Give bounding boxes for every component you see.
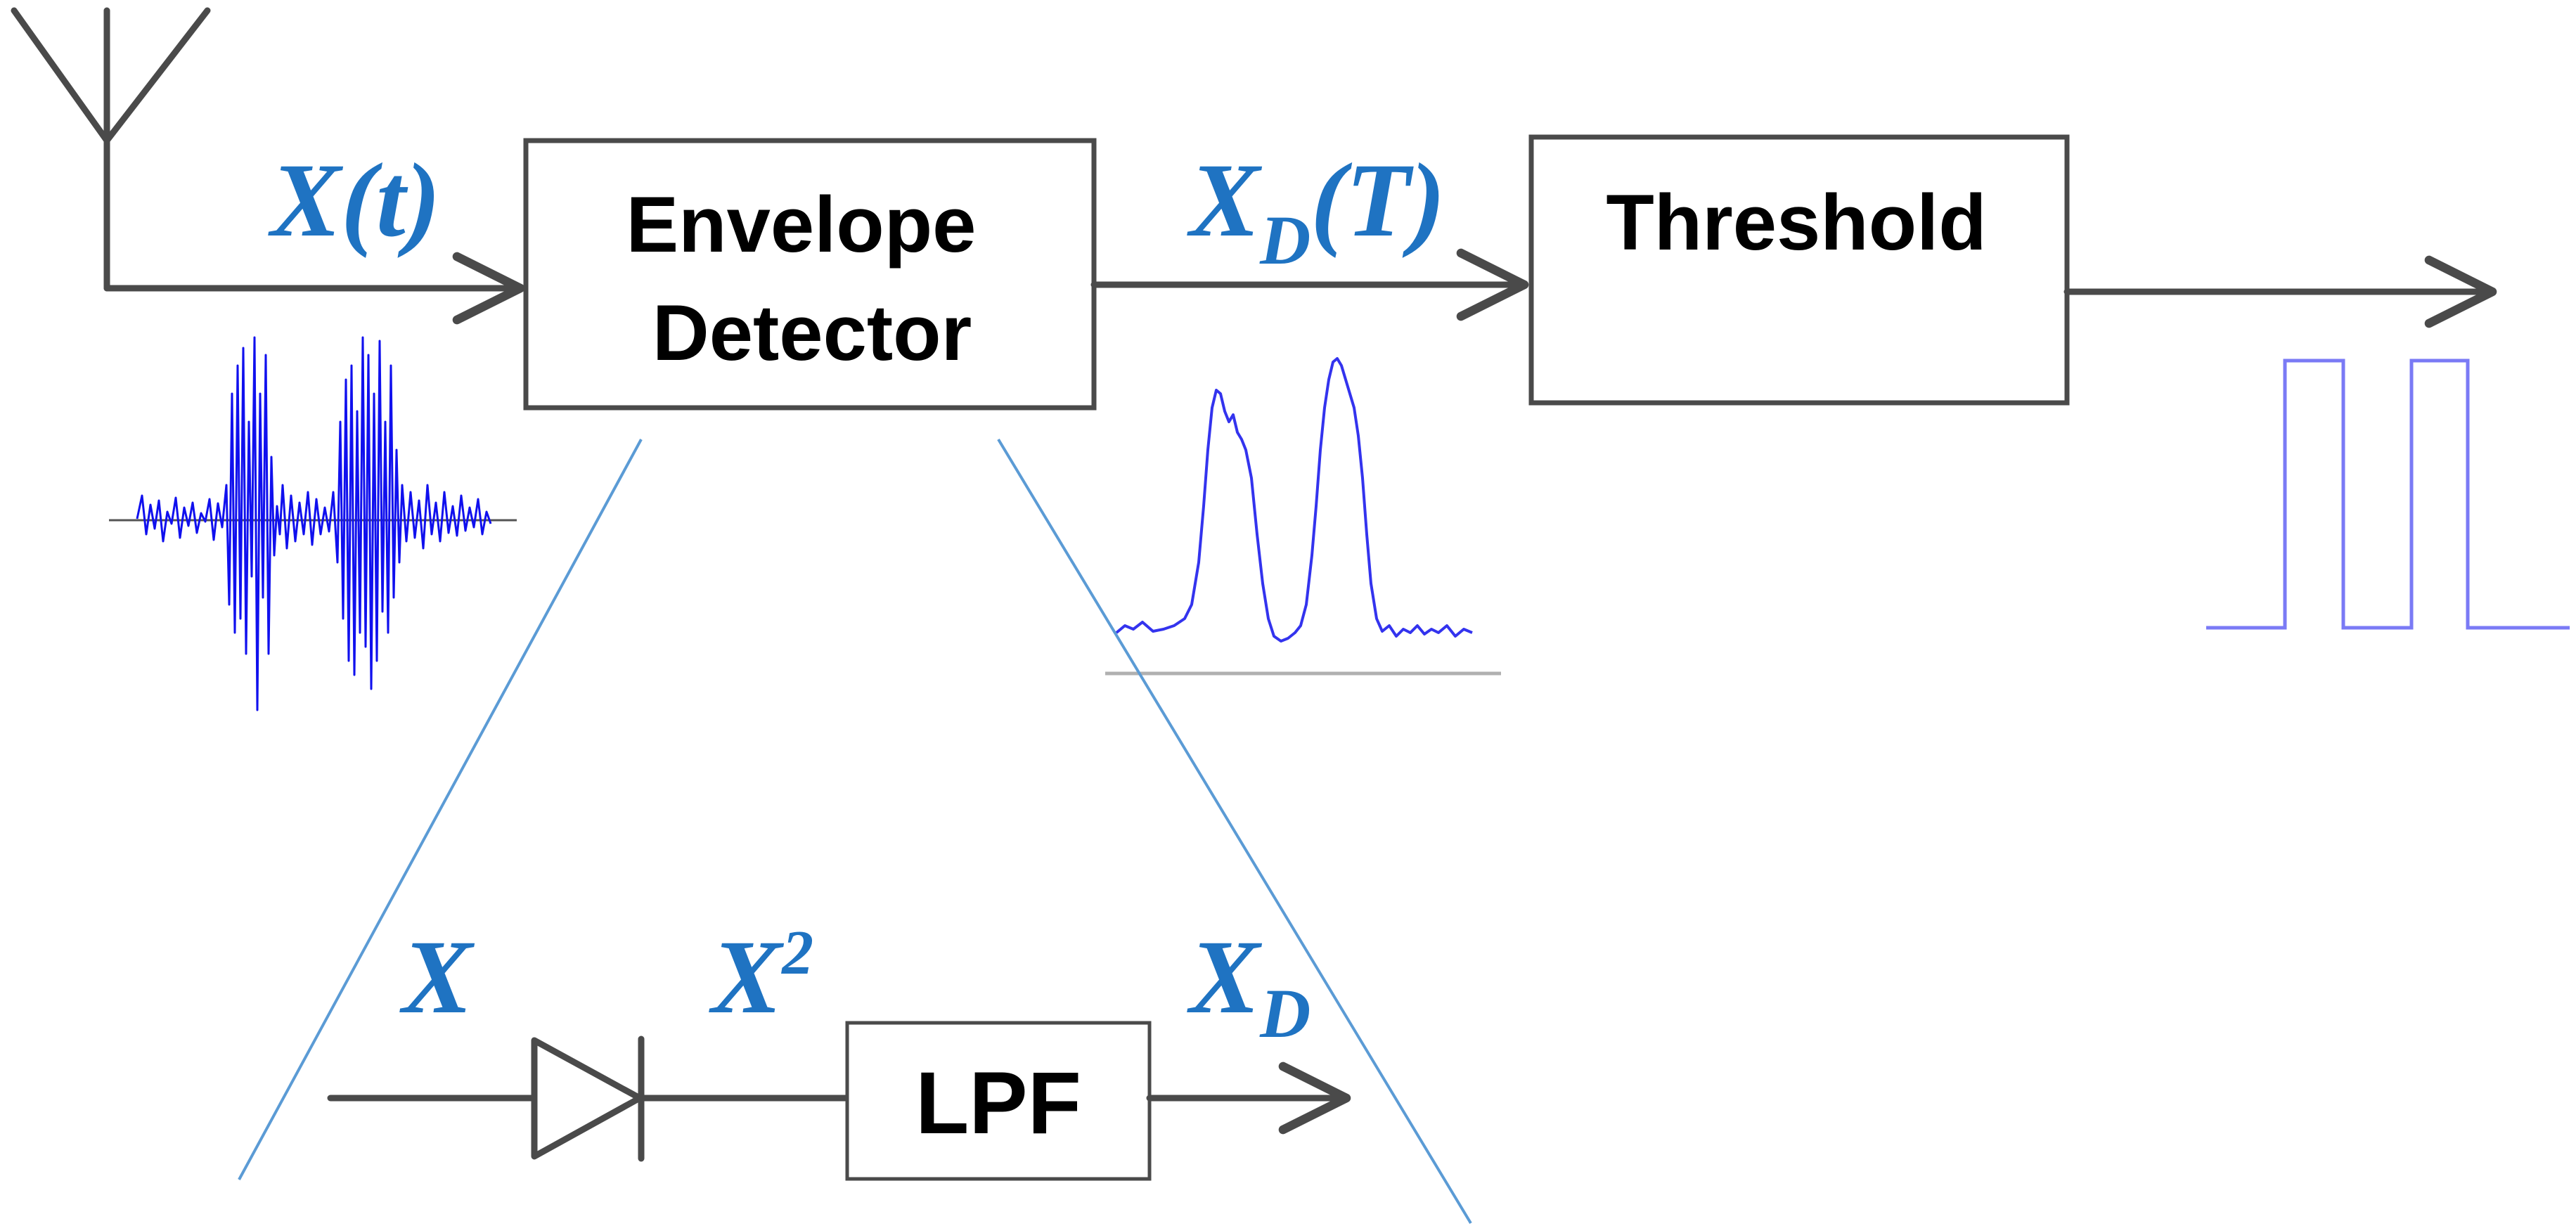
zoom-line-left — [238, 439, 643, 1180]
zoom-line-right — [997, 438, 1472, 1225]
antenna-icon — [11, 7, 211, 292]
envelope-waveform — [1105, 357, 1501, 676]
inner-output-label: XD — [1187, 919, 1310, 1052]
pulse-waveform-trace — [2206, 359, 2570, 630]
diode-icon — [531, 1035, 645, 1162]
envelope-detector-label: Envelope Detector — [626, 181, 998, 377]
inner-squared-label: X2 — [709, 918, 813, 1035]
raw-waveform-trace — [136, 336, 492, 711]
envelope-detector-block: Envelope Detector — [523, 138, 1097, 411]
lpf-label: LPF — [915, 1054, 1081, 1152]
threshold-label: Threshold — [1606, 179, 1986, 266]
threshold-block: Threshold — [1528, 134, 2070, 406]
envelope-waveform-trace — [1115, 357, 1473, 643]
envelope-detector-detail: LPF X X2 XD — [327, 918, 1351, 1181]
lpf-block: LPF — [845, 1021, 1152, 1181]
detected-signal-label: XD(T) — [1187, 142, 1445, 279]
inner-input-label: X — [399, 919, 475, 1035]
pulse-output-waveform — [2206, 359, 2570, 630]
raw-signal-waveform — [109, 336, 517, 711]
input-signal-label: X(t) — [268, 142, 441, 259]
